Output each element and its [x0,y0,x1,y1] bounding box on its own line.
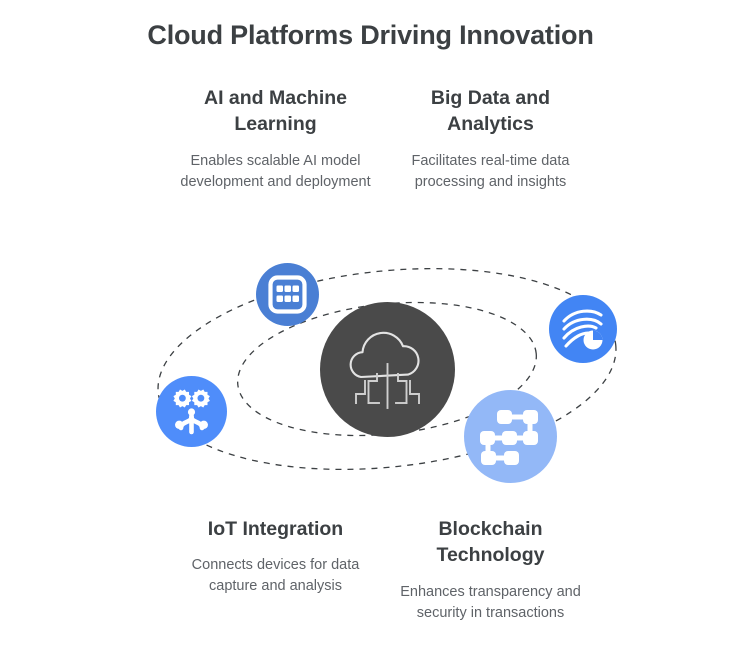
block-heading: Blockchain Technology [436,518,545,567]
circuit-traces-glyph [355,363,420,409]
node-network-icon [464,390,557,483]
block-ai-machine-learning: AI and Machine Learning Enables scalable… [172,85,379,193]
block-heading: IoT Integration [207,518,344,540]
grid-cells [276,285,299,302]
data-streams-icon [549,295,617,363]
orbit-ellipses [157,267,617,471]
orbit-inner-ellipse [237,301,537,437]
node-analytics-big-data[interactable] [549,295,617,363]
block-body: Facilitates real-time data processing an… [411,152,570,190]
cloud-circuit-icon [320,302,455,437]
block-body: Connects devices for data capture and an… [191,557,360,595]
orbit-stage [0,232,741,502]
node-circle-bg [549,295,617,363]
block-iot-integration: IoT Integration Connects devices for dat… [172,516,379,597]
stem-endpoints [175,408,208,429]
block-body: Enables scalable AI model development an… [180,152,371,190]
center-cloud-node[interactable] [320,302,455,437]
page-title: Cloud Platforms Driving Innovation [147,20,594,50]
gears-network-icon [156,376,227,447]
grid-frame [268,275,307,314]
network-nodes [480,410,538,465]
block-heading: AI and Machine Learning [203,87,348,136]
pie-chart-glyph [583,330,603,350]
block-big-data-analytics: Big Data and Analytics Facilitates real-… [394,85,587,193]
stream-curves [562,309,603,348]
gear-shapes [173,389,210,408]
block-heading: Big Data and Analytics [430,87,551,136]
grid-icon [256,263,319,326]
block-body: Enhances transparency and security in tr… [400,583,581,621]
node-blockchain[interactable] [464,390,557,483]
node-circle-bg [256,263,319,326]
cloud-glyph [349,331,420,379]
node-grid-ai-ml[interactable] [256,263,319,326]
node-gears-iot[interactable] [156,376,227,447]
block-blockchain-technology: Blockchain Technology Enhances transpare… [394,516,587,624]
orbit-outer-ellipse [157,267,617,471]
